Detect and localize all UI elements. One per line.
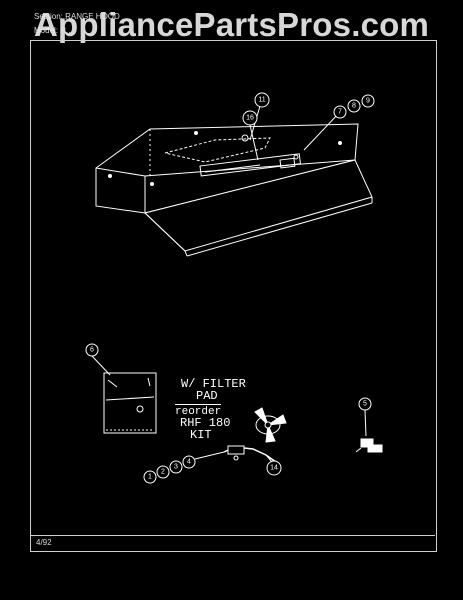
svg-text:14: 14 [270, 465, 278, 472]
range-hood [95, 123, 373, 257]
filter-note-line-5: KIT [190, 428, 212, 442]
svg-text:9: 9 [366, 98, 370, 105]
callout-4: 4 [182, 455, 196, 469]
fan-motor-assembly [223, 407, 287, 463]
svg-text:5: 5 [363, 401, 367, 408]
footer-divider [30, 535, 435, 536]
callout-7: 7 [333, 105, 347, 119]
callout-8: 8 [347, 99, 361, 113]
callout-6: 6 [85, 343, 99, 357]
svg-text:8: 8 [352, 103, 356, 110]
watermark: AppliancePartsPros.com [34, 6, 430, 43]
svg-text:1: 1 [148, 474, 152, 481]
svg-text:4: 4 [187, 459, 191, 466]
svg-text:2: 2 [161, 469, 165, 476]
svg-text:11: 11 [258, 97, 265, 104]
callout-5: 5 [358, 397, 372, 411]
leader-lines [91, 105, 367, 463]
callout-1: 1 [143, 470, 157, 484]
callout-14: 14 [266, 460, 282, 476]
socket-part [355, 438, 383, 453]
revision-date: 4/92 [36, 538, 52, 547]
filter-note-line-3: reorder [175, 404, 222, 418]
svg-text:16: 16 [246, 115, 254, 122]
section-label: Section: RANGE HOOD [34, 12, 120, 21]
model-label: Model: R... [34, 26, 73, 35]
callout-16: 16 [242, 110, 258, 126]
filter-note-line-4: RHF 180 [180, 416, 231, 430]
svg-text:6: 6 [90, 347, 94, 354]
callout-11: 11 [254, 92, 270, 108]
svg-text:7: 7 [338, 109, 342, 116]
filter-pad [103, 372, 157, 434]
filter-note-line-2: PAD [196, 389, 218, 403]
callout-9: 9 [361, 94, 375, 108]
callout-3: 3 [169, 460, 183, 474]
diagram-frame [30, 40, 437, 552]
filter-note-line-1: W/ FILTER [181, 377, 246, 391]
svg-text:3: 3 [174, 464, 178, 471]
callout-2: 2 [156, 465, 170, 479]
